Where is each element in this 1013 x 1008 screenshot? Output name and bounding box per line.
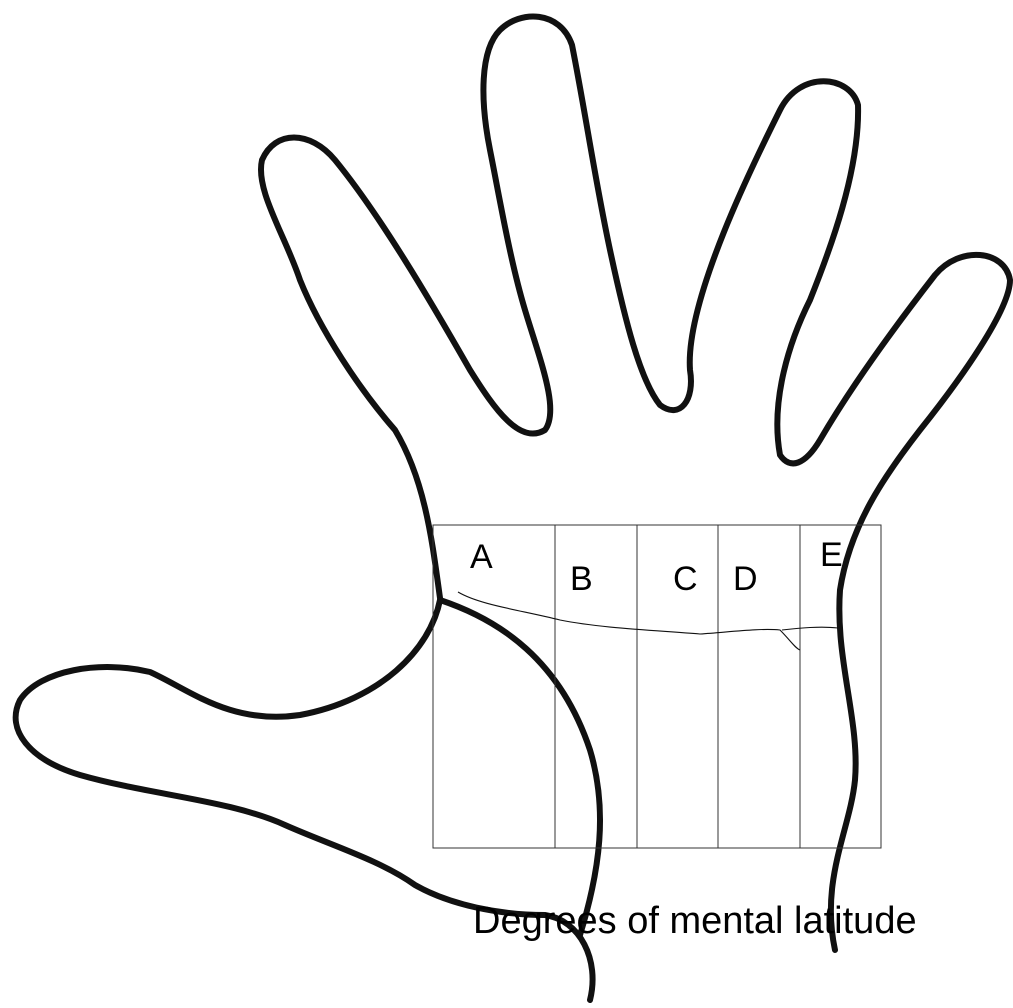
- palm-crease-line-end: [782, 627, 838, 630]
- zone-label-e: E: [820, 536, 843, 574]
- zone-label-a: A: [470, 538, 493, 576]
- diagram-caption: Degrees of mental latitude: [473, 900, 917, 942]
- zone-label-d: D: [733, 560, 758, 598]
- hand-outline: [261, 16, 1010, 950]
- zone-label-c: C: [673, 560, 698, 598]
- zone-grid-frame: [433, 525, 881, 848]
- zone-label-b: B: [570, 560, 593, 598]
- palm-crease-line: [458, 592, 800, 650]
- life-line: [440, 600, 600, 935]
